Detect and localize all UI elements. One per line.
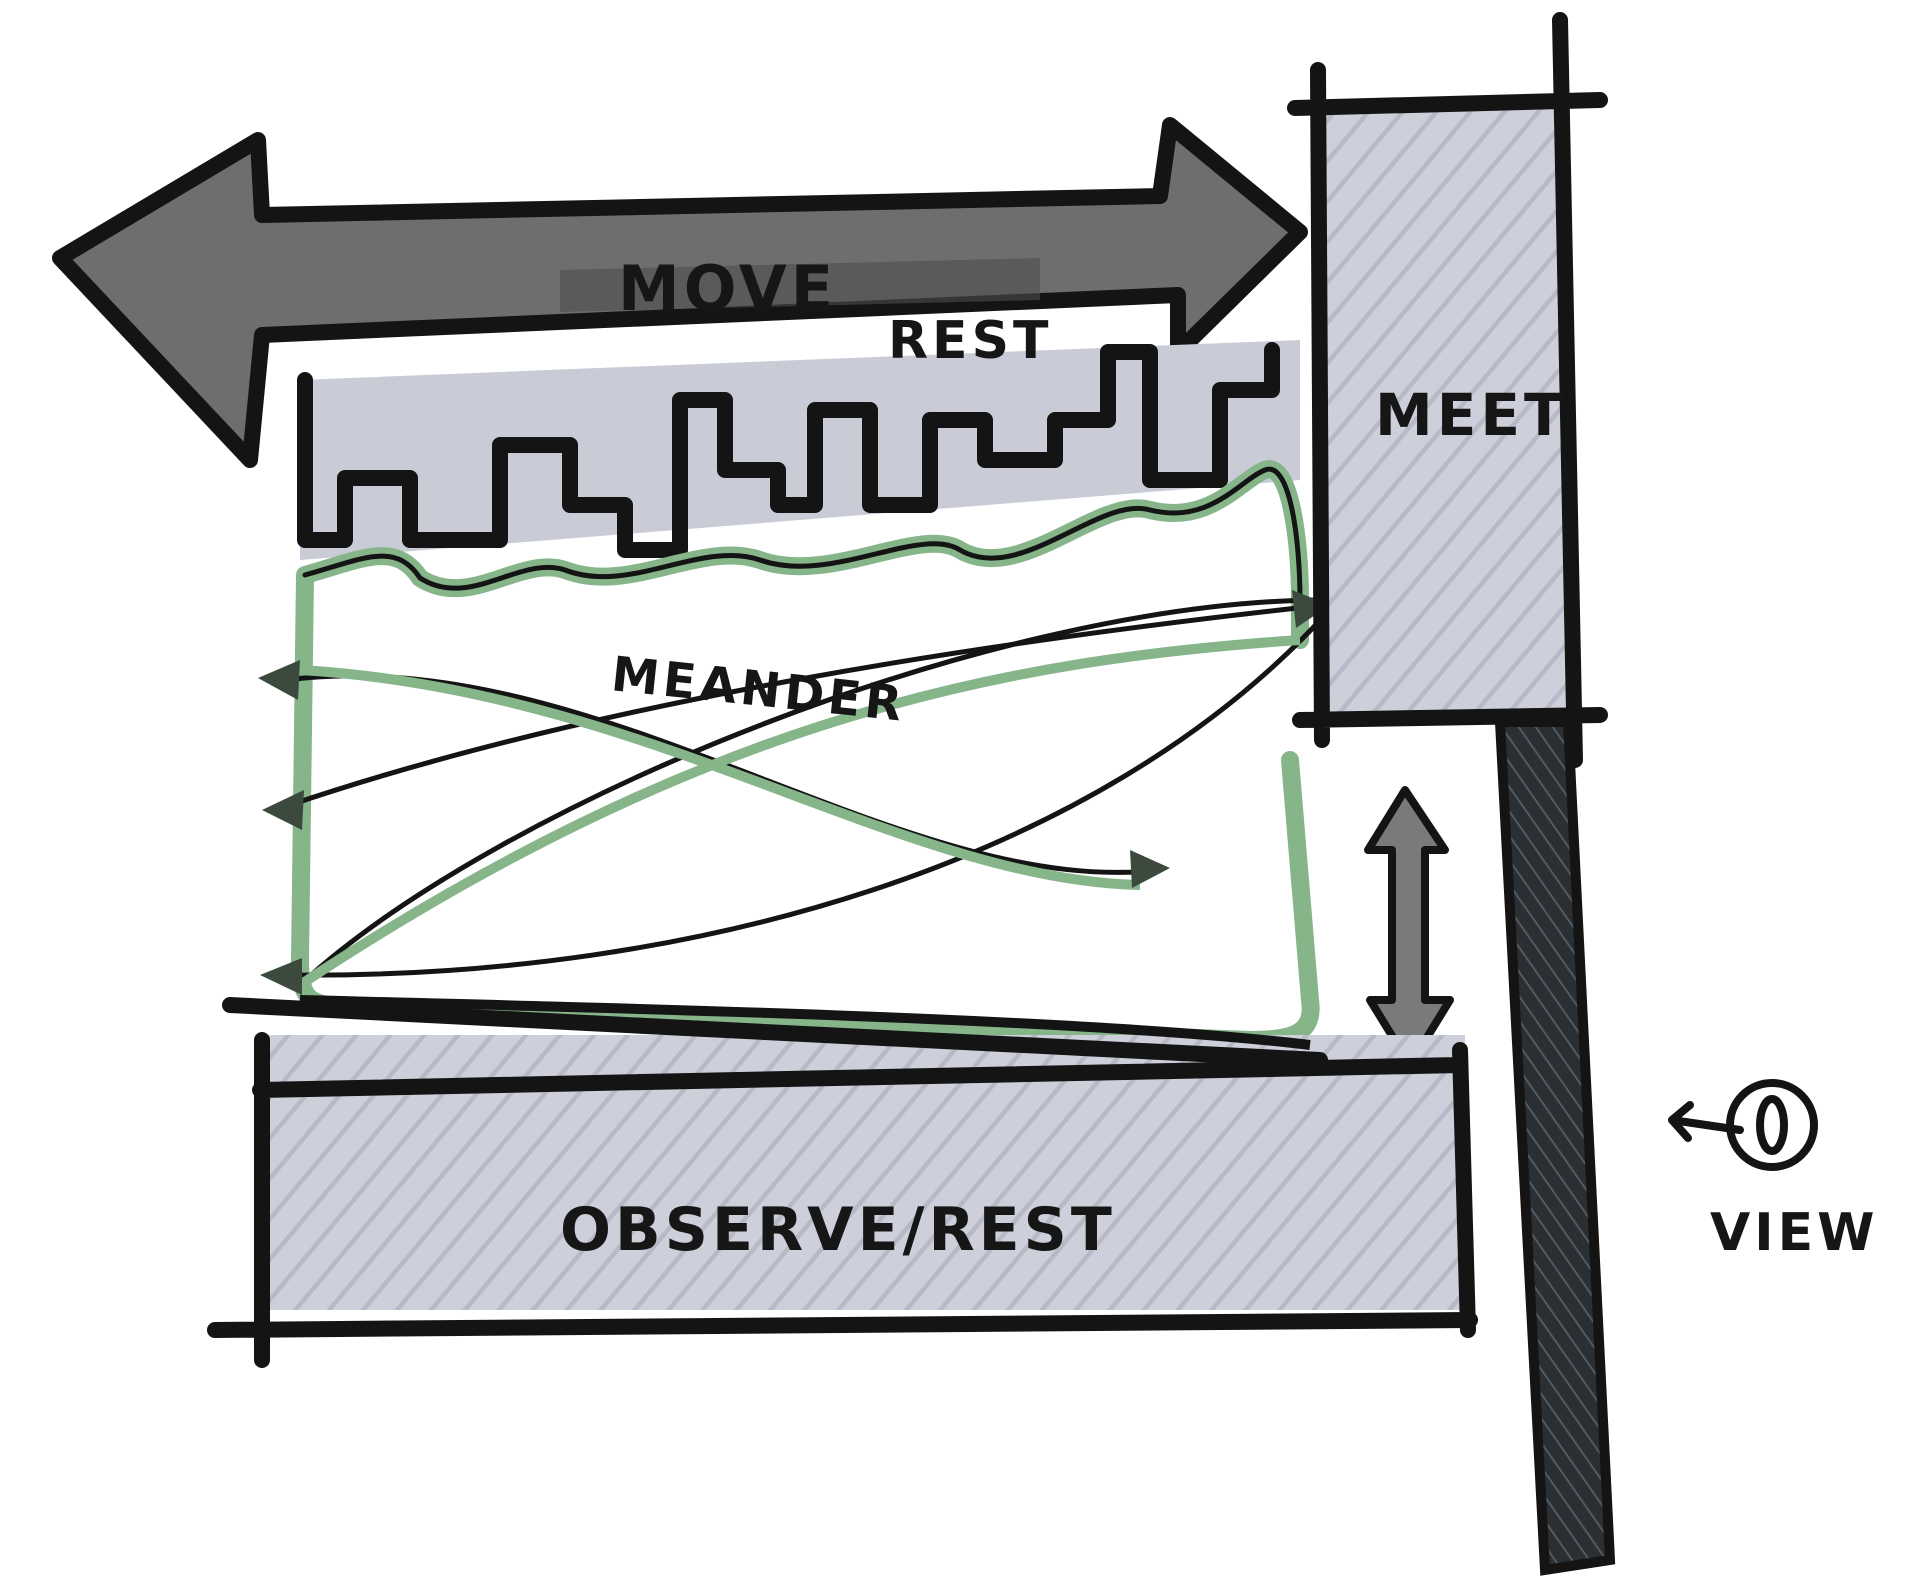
meander-green-1 (299, 665, 1141, 890)
meander-path-4 (297, 597, 1328, 988)
rest-building-block: REST (297, 311, 1300, 560)
arrowhead-left-3 (260, 958, 302, 995)
observe-rest-block: OBSERVE/REST (207, 995, 1478, 1368)
view-label: VIEW (1710, 1203, 1878, 1263)
arrowhead-right-2 (1292, 590, 1330, 628)
move-label: MOVE (618, 252, 837, 325)
meander-path-3 (282, 612, 1328, 978)
meander-path-2 (287, 602, 1328, 808)
vertical-double-arrow-icon (1364, 786, 1454, 1069)
meander-label: MEANDER (609, 646, 909, 733)
meet-label: MEET (1375, 381, 1568, 449)
observe-rest-label: OBSERVE/REST (560, 1195, 1116, 1265)
move-arrow: MOVE (52, 117, 1308, 468)
vertical-double-arrow (1364, 786, 1454, 1069)
meander-zone: MEANDER (258, 460, 1330, 1050)
arrowhead-left-1 (258, 660, 300, 700)
arrowhead-right-1 (1130, 850, 1170, 888)
view-wall (1494, 717, 1616, 1576)
meander-green-2 (297, 635, 1301, 990)
view-marker: VIEW (1668, 1079, 1878, 1263)
meet-block: MEET (1287, 12, 1608, 768)
eye-icon (1726, 1079, 1818, 1171)
arrowhead-left-2 (262, 790, 304, 830)
rest-label-top: REST (888, 311, 1052, 371)
skyline-outline (297, 342, 1280, 558)
